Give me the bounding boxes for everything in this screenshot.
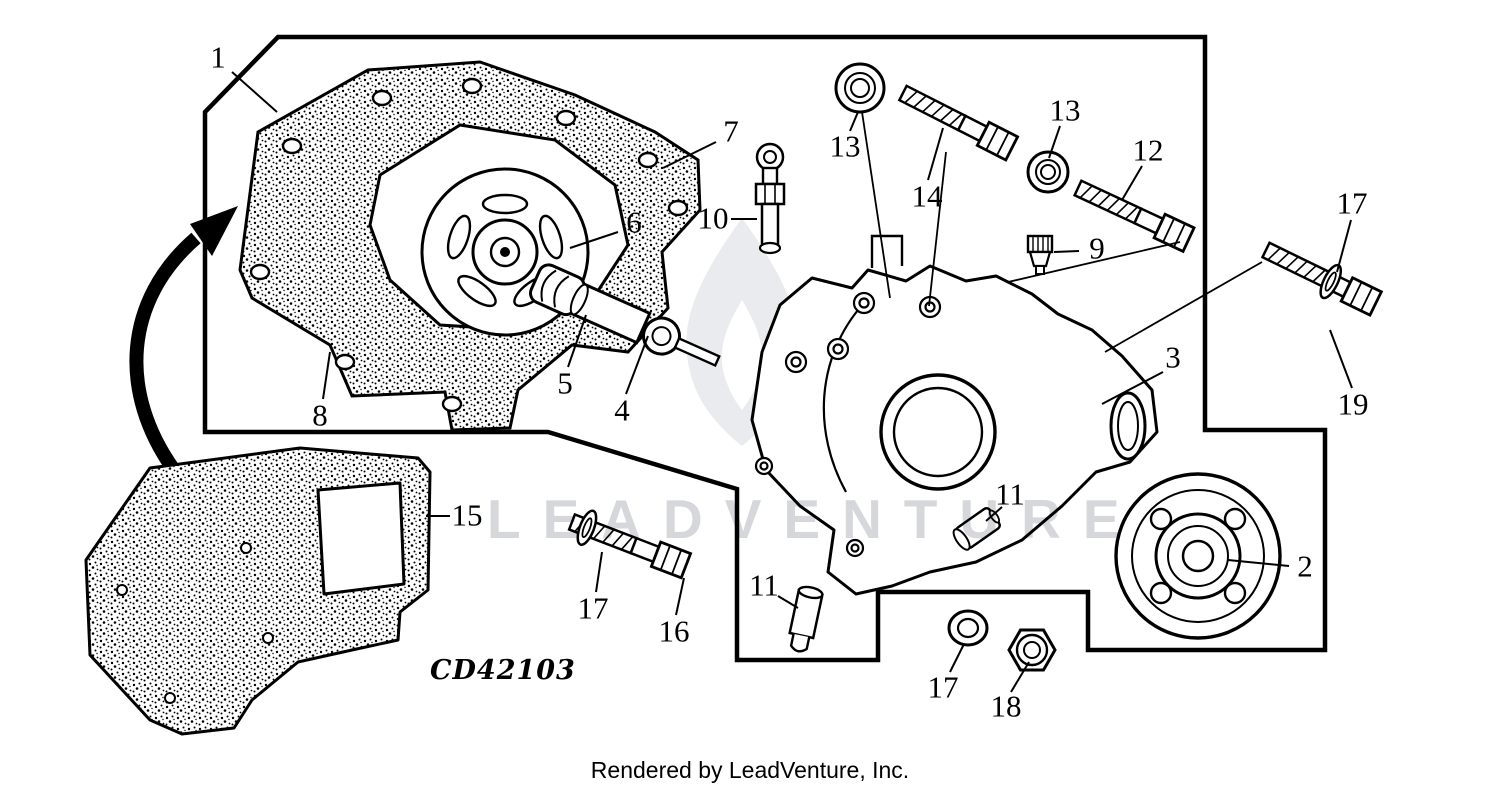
- reference-arrow: [129, 206, 238, 475]
- part-label-12: 12: [1132, 132, 1164, 168]
- part-label-13b: 13: [1049, 92, 1081, 128]
- washer-13b: [1026, 150, 1070, 194]
- bolt-17-19: [1258, 236, 1383, 317]
- part-label-17c: 17: [927, 669, 959, 705]
- gasket: [238, 60, 702, 432]
- alignment-lines: [861, 111, 1263, 353]
- part-label-16: 16: [658, 613, 690, 649]
- fitting: [754, 142, 786, 255]
- part-label-14: 14: [911, 178, 943, 214]
- diagram-code: CD42103: [430, 655, 576, 686]
- rendered-by-footer: Rendered by LeadVenture, Inc.: [590, 757, 910, 783]
- part-label-8: 8: [312, 397, 328, 433]
- part-label-3: 3: [1165, 339, 1181, 375]
- pulley-hub: [1114, 472, 1282, 640]
- part-label-2: 2: [1297, 548, 1313, 584]
- nut-18: [1007, 628, 1057, 672]
- part-label-17a: 17: [1336, 185, 1368, 221]
- part-label-15: 15: [451, 497, 483, 533]
- bolt-16-17: [565, 508, 692, 580]
- part-label-18: 18: [990, 688, 1022, 724]
- plug-9: [1026, 234, 1054, 275]
- washer-17-bottom: [947, 609, 989, 647]
- part-label-1: 1: [210, 39, 226, 75]
- bolt-14: [895, 80, 1020, 162]
- pump-housing: [750, 234, 1159, 596]
- part-label-9: 9: [1089, 230, 1105, 266]
- part-label-13a: 13: [829, 128, 861, 164]
- leader-lines: [231, 71, 1353, 693]
- shaft-bearing-assembly: [529, 263, 721, 368]
- frame-border: [202, 34, 1328, 663]
- bracket: [84, 446, 432, 736]
- part-label-6: 6: [626, 204, 642, 240]
- part-label-5: 5: [557, 365, 573, 401]
- part-label-7: 7: [723, 113, 739, 149]
- part-label-11b: 11: [749, 567, 779, 603]
- part-label-4: 4: [614, 392, 630, 428]
- bushing-11b: [788, 585, 824, 653]
- washer-13a: [834, 62, 886, 114]
- part-label-10: 10: [697, 200, 729, 236]
- part-label-11a: 11: [995, 476, 1025, 512]
- part-label-17b: 17: [577, 590, 609, 626]
- part-label-19: 19: [1337, 386, 1369, 422]
